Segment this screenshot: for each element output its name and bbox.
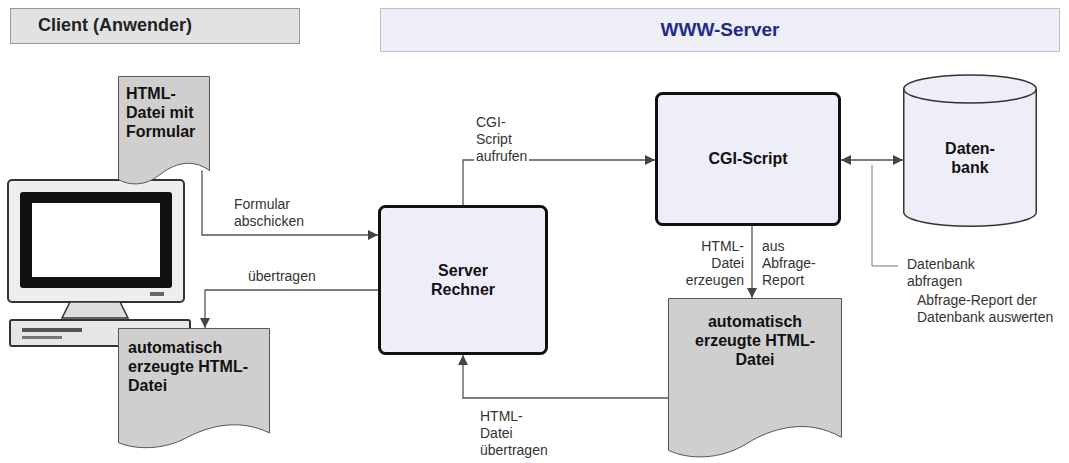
server-header: WWW-Server <box>380 8 1060 52</box>
client-header: Client (Anwender) <box>10 8 300 44</box>
node-text: automatisch erzeugte HTML-Datei <box>128 338 262 396</box>
node-content: Server Rechner <box>378 205 548 355</box>
edge-label: Formular abschicken <box>232 196 306 230</box>
node-content: HTML-Datei mit Formular <box>118 76 210 186</box>
flow-arrow <box>202 171 378 235</box>
node-text: CGI-Script <box>708 149 787 168</box>
server-box: Server Rechner <box>378 205 548 355</box>
html-document: HTML-Datei mit Formular <box>118 76 210 186</box>
node-content: WWW-Server <box>380 8 1060 52</box>
node-text: automatisch erzeugte HTML-Datei <box>676 312 834 370</box>
node-content: CGI-Script <box>655 92 841 226</box>
database-note: Abfrage-Report der Datenbank auswerten <box>915 292 1059 326</box>
node-content: Daten- bank <box>903 75 1037 227</box>
html-document: automatisch erzeugte HTML-Datei <box>668 298 842 460</box>
flow-arrow <box>751 226 752 298</box>
leader-bracket <box>872 165 898 266</box>
flow-arrow <box>841 159 903 160</box>
flow-arrow <box>463 160 655 205</box>
computer-monitor <box>8 180 190 346</box>
html-document: automatisch erzeugte HTML-Datei <box>118 328 270 450</box>
node-content: automatisch erzeugte HTML-Datei <box>668 298 842 460</box>
script-box: CGI-Script <box>655 92 841 226</box>
flow-arrow <box>463 355 668 398</box>
edge-label: HTML-Datei übertragen <box>478 408 550 458</box>
node-text: Server Rechner <box>431 261 495 299</box>
flow-arrow <box>205 290 378 328</box>
node-text: Client (Anwender) <box>38 15 192 37</box>
database-cylinder: Daten- bank <box>903 75 1037 227</box>
edge-label: übertragen <box>246 268 318 285</box>
edge-label: CGI-Script aufrufen <box>474 114 529 164</box>
server-box-outline <box>378 205 548 355</box>
edge-note: aus Abfrage-Report <box>760 238 838 288</box>
node-text: WWW-Server <box>661 19 780 42</box>
node-text: Daten- bank <box>945 139 995 177</box>
node-text: HTML-Datei mit Formular <box>126 84 206 142</box>
node-content: Client (Anwender) <box>10 8 300 44</box>
database-note: Datenbank abfragen <box>905 256 977 290</box>
node-content: automatisch erzeugte HTML-Datei <box>118 328 270 450</box>
edge-label: HTML-Datei erzeugen <box>684 238 746 288</box>
